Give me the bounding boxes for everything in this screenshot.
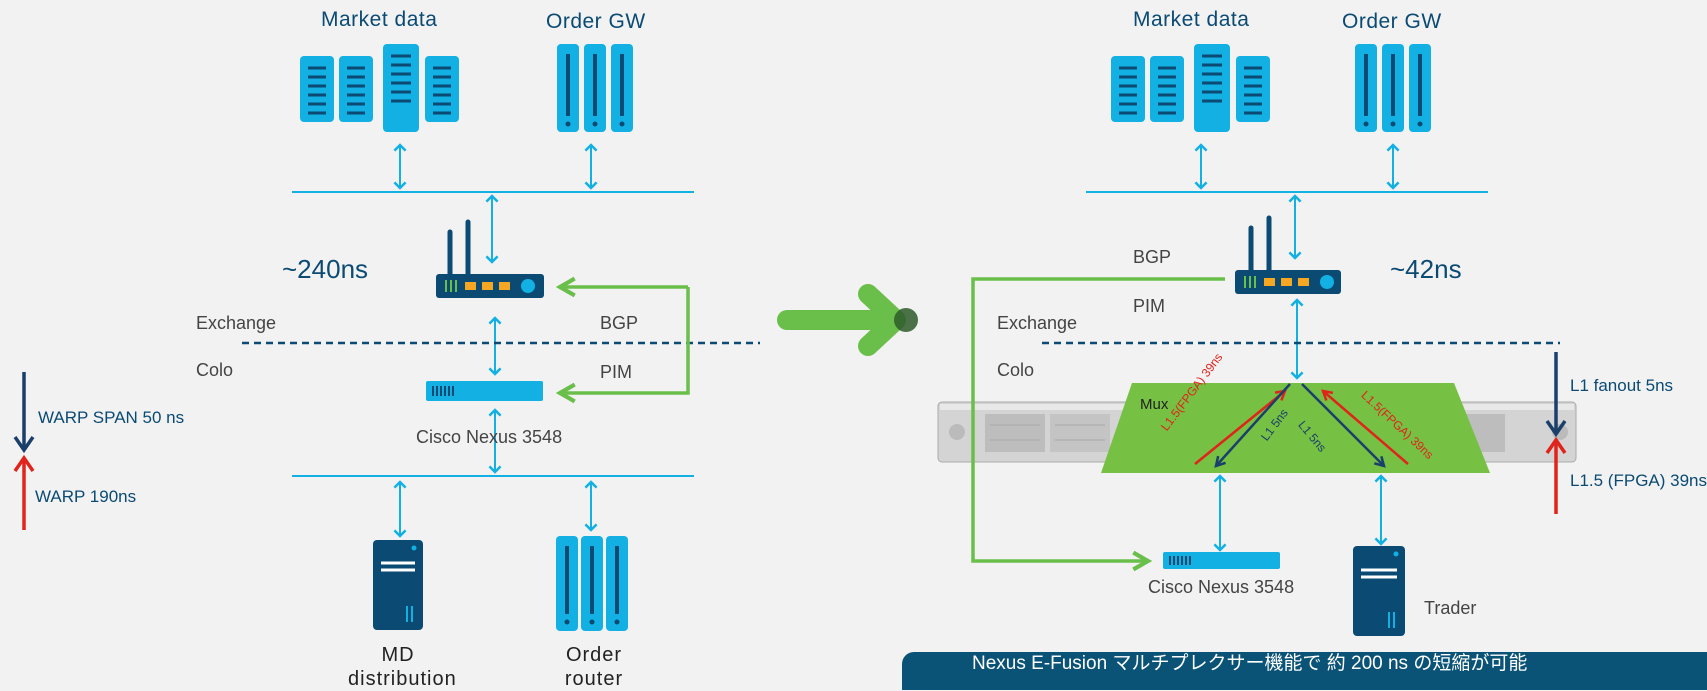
- market-data-servers-right-icon: [1111, 44, 1270, 132]
- right-colo-label: Colo: [997, 360, 1035, 380]
- warp-span-label: WARP SPAN 50 ns: [38, 408, 185, 427]
- md-distribution-line1: MD: [381, 644, 415, 666]
- mux-label: Mux: [1140, 396, 1169, 413]
- right-latency-label: ~42ns: [1390, 254, 1462, 284]
- warp-label: WARP 190ns: [35, 487, 137, 506]
- order-router-label: Order router: [544, 643, 644, 691]
- l15-fpga-label: L1.5 (FPGA) 39ns: [1570, 471, 1707, 490]
- router-left-icon: [436, 219, 544, 298]
- router-right-icon: [1235, 215, 1341, 294]
- md-distribution-line2: distribution: [348, 668, 457, 690]
- right-market-data-title: Market data: [1133, 8, 1250, 31]
- right-order-gw-title: Order GW: [1342, 10, 1442, 33]
- market-data-servers-left-icon: [300, 44, 459, 132]
- summary-banner-text: Nexus E-Fusion マルチプレクサー機能で 約 200 ns の短縮が…: [972, 653, 1528, 674]
- left-switch-label: Cisco Nexus 3548: [416, 427, 563, 447]
- left-latency-label: ~240ns: [282, 254, 369, 284]
- order-router-icon: [556, 536, 628, 631]
- left-exchange-label: Exchange: [196, 313, 277, 333]
- order-router-line2: router: [564, 668, 624, 690]
- left-order-gw-title: Order GW: [546, 10, 646, 33]
- md-distribution-label: MD distribution: [348, 643, 457, 691]
- order-gw-left-icon: [557, 44, 633, 132]
- switch-left-icon: [426, 381, 543, 401]
- switch-right-icon: [1163, 552, 1280, 569]
- summary-banner: Nexus E-Fusion マルチプレクサー機能で 約 200 ns の短縮が…: [902, 652, 1707, 690]
- right-exchange-label: Exchange: [997, 313, 1078, 333]
- transition-arrow-icon: [777, 284, 918, 356]
- bgp-pim-path-right: [971, 277, 1225, 572]
- left-colo-label: Colo: [196, 360, 234, 380]
- left-bgp-label: BGP: [600, 313, 639, 333]
- right-pim-label: PIM: [1133, 296, 1166, 316]
- l1-fanout-label: L1 fanout 5ns: [1570, 376, 1674, 395]
- order-gw-right-icon: [1355, 44, 1431, 132]
- order-router-line1: Order: [565, 644, 623, 666]
- bgp-pim-path-left: [555, 276, 690, 404]
- left-market-data-title: Market data: [321, 8, 438, 31]
- right-bgp-label: BGP: [1133, 247, 1172, 267]
- right-switch-label: Cisco Nexus 3548: [1148, 577, 1295, 597]
- trader-label: Trader: [1424, 598, 1477, 618]
- trader-server-icon: [1353, 546, 1405, 636]
- md-distribution-server-icon: [373, 540, 423, 630]
- left-pim-label: PIM: [600, 362, 633, 382]
